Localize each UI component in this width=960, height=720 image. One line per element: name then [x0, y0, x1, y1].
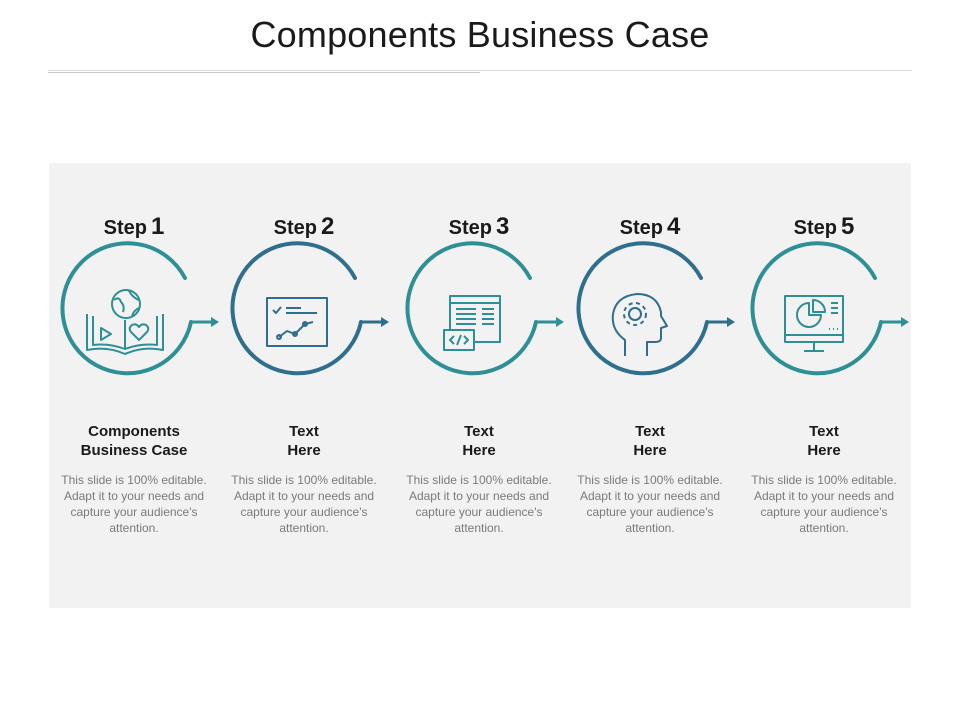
step-4-number: 4: [666, 213, 681, 240]
step-5-word: Step: [793, 217, 837, 239]
step-2-description: This slide is 100% editable. Adapt it to…: [231, 473, 377, 535]
step-4-word: Step: [619, 217, 663, 239]
title-divider: [48, 70, 912, 71]
step-2-ring: [230, 241, 389, 376]
title-divider-accent: [48, 72, 480, 73]
step-5-ring: [750, 241, 909, 376]
step-2-word: Step: [273, 217, 317, 239]
step-1-description: This slide is 100% editable. Adapt it to…: [61, 473, 207, 535]
step-1-number: 1: [150, 213, 165, 240]
slide-title: Components Business Case: [250, 14, 710, 55]
step-2-number: 2: [320, 213, 335, 240]
presentation-chart-icon: [266, 297, 328, 347]
step-3-title: Text Here: [462, 423, 496, 459]
step-2-title: Text Here: [287, 423, 321, 459]
step-4-title: Text Here: [633, 423, 667, 459]
step-1-ring: [60, 241, 219, 376]
book-globe-icon: [86, 289, 164, 355]
step-5-title: Text Here: [807, 423, 841, 459]
step-3-ring: [405, 241, 564, 376]
step-1-word: Step: [103, 217, 147, 239]
step-1-title: Components Business Case: [80, 423, 188, 459]
step-4-ring: [576, 241, 735, 376]
step-3-number: 3: [495, 213, 510, 240]
code-document-icon: [443, 295, 501, 351]
step-5-number: 5: [840, 213, 855, 240]
step-4-description: This slide is 100% editable. Adapt it to…: [577, 473, 723, 535]
step-3-word: Step: [448, 217, 492, 239]
monitor-pie-chart-icon: [784, 295, 844, 352]
head-gear-icon: [611, 293, 668, 356]
step-3-description: This slide is 100% editable. Adapt it to…: [406, 473, 552, 535]
step-5-description: This slide is 100% editable. Adapt it to…: [751, 473, 897, 535]
